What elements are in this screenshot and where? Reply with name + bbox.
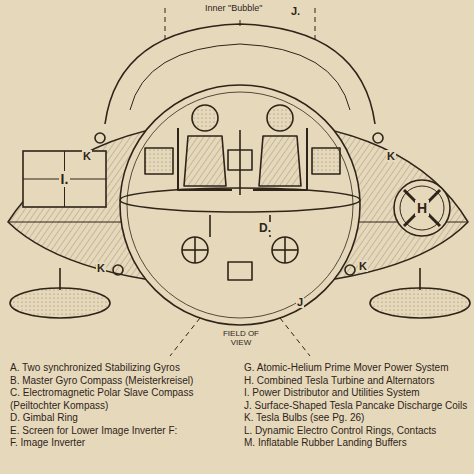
- key-column: G. Atomic-Helium Prime Mover Power Syste…: [244, 362, 468, 450]
- key-entry: H. Combined Tesla Turbine and Alternator…: [244, 375, 468, 388]
- buffer-strut: [59, 268, 61, 290]
- tesla-bulb: [373, 133, 383, 143]
- key-entry: M. Inflatable Rubber Landing Buffers: [244, 437, 468, 450]
- callout-letter: K: [386, 150, 396, 162]
- callout-letter: K: [96, 262, 106, 274]
- tesla-bulb: [113, 265, 123, 275]
- control-console: [312, 148, 340, 174]
- landing-buffer: [370, 288, 470, 318]
- key-entry: C. Electromagnetic Polar Slave Compass (…: [10, 387, 238, 412]
- tesla-bulb: [345, 265, 355, 275]
- pilot-body: [184, 136, 226, 186]
- master-compass: [228, 150, 252, 170]
- pilot-body: [259, 136, 301, 186]
- inner-bubble: [120, 85, 360, 325]
- part-letter: I.: [59, 171, 71, 187]
- key-entry: E. Screen for Lower Image Inverter F:: [10, 425, 238, 438]
- callout-letter: J.: [290, 5, 301, 17]
- view-line: [280, 318, 310, 356]
- pilot-head: [192, 105, 218, 131]
- control-console: [145, 148, 173, 174]
- callout-letter: D.: [258, 222, 272, 235]
- center-column: [239, 130, 241, 195]
- callout-letter: K: [82, 150, 92, 162]
- landing-buffer: [10, 288, 110, 318]
- key-entry: I. Power Distributor and Utilities Syste…: [244, 387, 468, 400]
- callout-letter: K: [358, 260, 368, 272]
- key-column: A. Two synchronized Stabilizing GyrosB. …: [10, 362, 238, 450]
- tesla-bulb: [95, 133, 105, 143]
- callout-letter: J: [296, 296, 304, 308]
- gyro-group: [182, 215, 298, 280]
- key-entry: L. Dynamic Electro Control Rings, Contac…: [244, 425, 468, 438]
- key-entry: D. Gimbal Ring: [10, 412, 238, 425]
- leader-line: [240, 20, 241, 26]
- pilot-seat: [253, 128, 307, 190]
- pilot-head: [267, 105, 293, 131]
- key-entry: K. Tesla Bulbs (see Pg. 26): [244, 412, 468, 425]
- key-entry: F. Image Inverter: [10, 437, 238, 450]
- pilot-seat: [178, 128, 232, 190]
- buffer-strut: [419, 268, 421, 290]
- part-letter: H: [415, 200, 429, 216]
- turbine-node: H: [392, 178, 452, 238]
- key-entry: J. Surface-Shaped Tesla Pancake Discharg…: [244, 400, 468, 413]
- inner-bubble-wall: [127, 92, 353, 318]
- field-of-view-note: FIELD OF VIEW: [212, 330, 270, 348]
- key-entry: G. Atomic-Helium Prime Mover Power Syste…: [244, 362, 468, 375]
- distributor-box: I.: [22, 150, 107, 208]
- part-callout: Inner "Bubble": [204, 4, 263, 14]
- key-entry: A. Two synchronized Stabilizing Gyros: [10, 362, 238, 375]
- view-line: [170, 318, 200, 356]
- key-entry: B. Master Gyro Compass (Meisterkreisel): [10, 375, 238, 388]
